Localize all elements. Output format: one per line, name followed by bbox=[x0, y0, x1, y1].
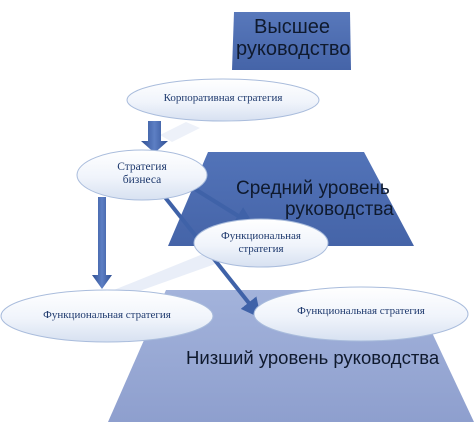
middle-management-label: Средний уровень руководства bbox=[236, 178, 394, 221]
functional-strategy-right-label: Функциональная стратегия bbox=[297, 305, 425, 317]
functional-strategy-middle-label-line2: стратегия bbox=[238, 242, 284, 255]
functional-strategy-middle-oval bbox=[193, 218, 329, 268]
functional-strategy-left-label: Функциональная стратегия bbox=[43, 309, 171, 321]
functional-strategy-left-oval bbox=[0, 289, 214, 343]
business-strategy-label: Стратегия бизнеса bbox=[77, 161, 207, 187]
top-management-label-line1: Высшее bbox=[253, 16, 330, 38]
top-management-label-line2: руководство bbox=[236, 38, 351, 61]
middle-management-label-line2: руководства bbox=[285, 199, 394, 221]
middle-management-label-line1: Средний уровень bbox=[236, 178, 390, 199]
light-reflection bbox=[104, 252, 232, 298]
arrow-to-functional-left bbox=[92, 197, 112, 289]
corporate-strategy-label: Корпоративная стратегия bbox=[163, 92, 283, 104]
arrow-to-functional-middle bbox=[188, 184, 255, 227]
corporate-strategy-oval bbox=[126, 78, 320, 122]
top-management-label: Высшее руководство bbox=[236, 16, 351, 61]
functional-strategy-middle-label-line1: Функциональная bbox=[221, 230, 301, 242]
block-arrow-down bbox=[141, 121, 168, 153]
functional-strategy-right-oval bbox=[253, 286, 469, 342]
business-strategy-oval bbox=[76, 149, 208, 201]
light-reflection bbox=[160, 122, 200, 142]
functional-strategy-middle-label: Функциональная стратегия bbox=[194, 230, 328, 255]
top-management-level bbox=[232, 12, 351, 70]
business-strategy-label-line1: Стратегия bbox=[117, 161, 167, 173]
business-strategy-label-line2: бизнеса bbox=[122, 174, 162, 187]
lower-management-label: Низший уровень руководства bbox=[186, 347, 440, 368]
